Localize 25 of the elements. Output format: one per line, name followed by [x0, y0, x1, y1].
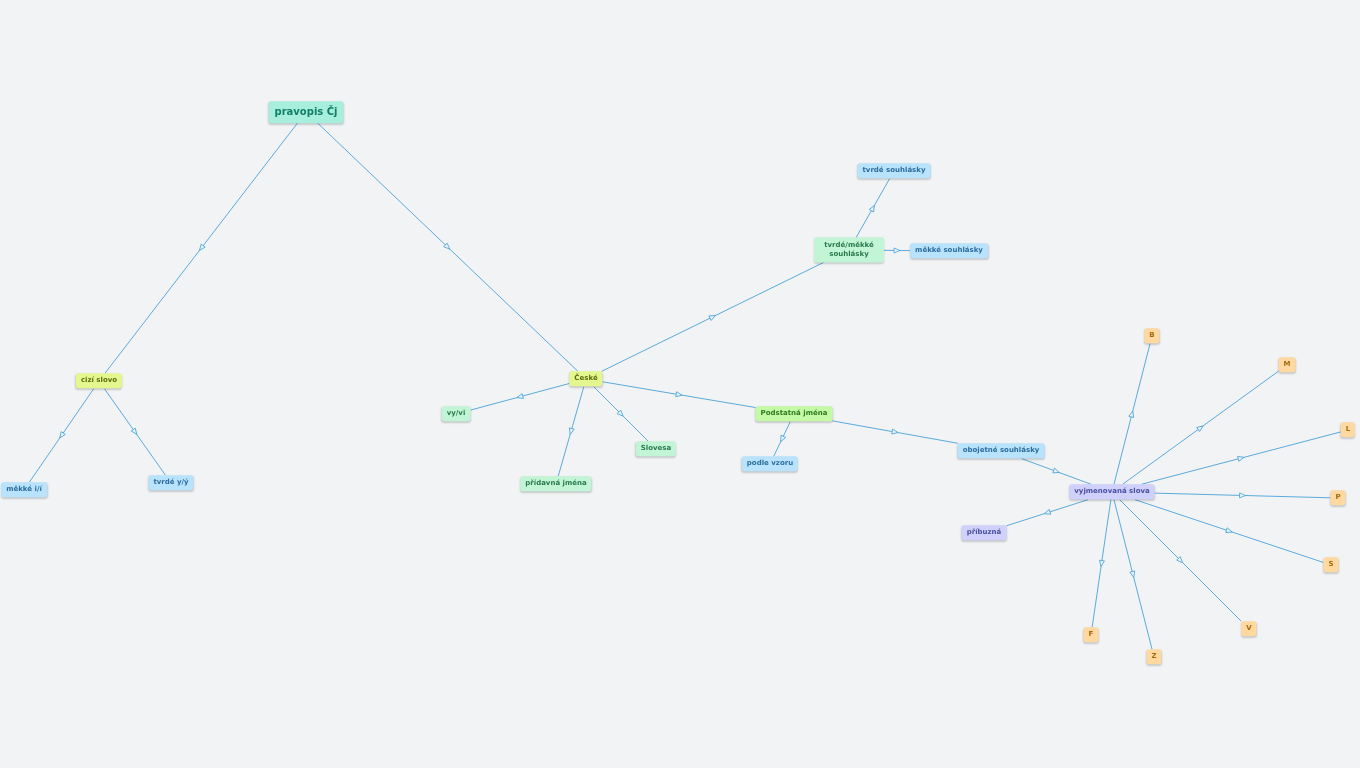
topic-box [520, 476, 592, 492]
topic-box [1, 482, 47, 498]
topic-box [569, 371, 603, 387]
topic-box [268, 101, 344, 123]
topic-box [1146, 649, 1162, 665]
topic-box [1144, 328, 1160, 344]
topic-box [741, 456, 799, 472]
topic-label: pravopis Čj [274, 105, 338, 119]
topic-box [1330, 490, 1346, 506]
topic-box [961, 525, 1007, 541]
topic-box [441, 406, 471, 422]
topic-box [814, 237, 884, 263]
topic-box [1083, 627, 1099, 643]
topic-box [910, 243, 988, 259]
topic-box [957, 443, 1045, 459]
topic-box [75, 373, 123, 389]
topic-box [1278, 357, 1296, 373]
topic-box [1069, 484, 1155, 500]
topic-box [148, 475, 194, 491]
topic-box [1340, 422, 1356, 438]
topic-box [1323, 557, 1339, 573]
topic-box [755, 406, 833, 422]
topic-box [1241, 621, 1257, 637]
topic-box [857, 163, 931, 179]
topic-box [635, 441, 677, 457]
